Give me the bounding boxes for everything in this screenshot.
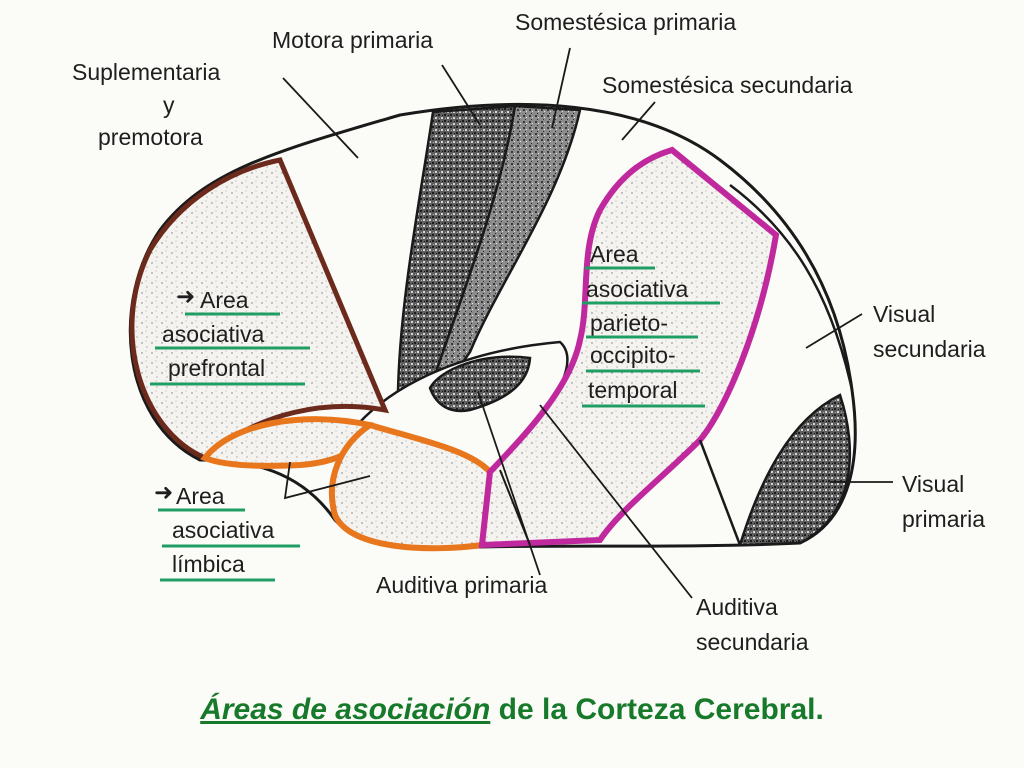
division-line [729,184,854,391]
leader-line [805,313,863,349]
limbica-underlines [158,508,300,582]
label-limbica-3: límbica [172,551,245,577]
visual-primary-area [738,393,852,547]
leader-line [551,47,571,129]
label-suplementaria-y: y [163,92,175,118]
label-parieto-3: parieto- [590,310,668,336]
label-limbica-2: asociativa [172,517,274,543]
figure-caption: Áreas de asociación de la Corteza Cerebr… [0,693,1024,727]
label-premotora: premotora [98,124,203,150]
label-visual-secundaria-1: Visual [873,301,935,327]
label-auditiva-primaria: Auditiva primaria [376,572,547,598]
label-visual-secundaria-2: secundaria [873,336,986,362]
division-line [698,439,742,546]
caption-rest: de la Corteza Cerebral. [490,693,824,726]
label-somestesica-secundaria: Somestésica secundaria [602,72,853,98]
leader-line [283,461,371,500]
label-parieto-5: temporal [588,377,677,403]
label-prefrontal-1: Area [200,287,249,313]
label-auditiva-secundaria-1: Auditiva [696,594,778,620]
caption-emphasis: Áreas de asociación [200,693,491,726]
leader-line [539,404,693,599]
arrow-icon: ➜ [154,479,173,505]
label-motora-primaria: Motora primaria [272,27,433,53]
auditory-primary-region [428,355,532,413]
label-prefrontal-3: prefrontal [168,355,265,381]
prefrontal-underlines [150,312,310,386]
label-parieto-2: asociativa [586,276,688,302]
leader-line [621,101,656,141]
label-parieto-4: occipito- [590,342,676,368]
leader-line [282,77,359,159]
leader-line [477,391,541,576]
arrow-icon: ➜ [176,283,195,309]
label-prefrontal-2: asociativa [162,321,264,347]
label-limbica-1: Area [176,483,225,509]
label-visual-primaria-2: primaria [902,506,985,532]
label-parieto-1: Area [590,241,639,267]
parieto-underlines [582,266,720,408]
label-suplementaria: Suplementaria [72,59,221,85]
label-visual-primaria-1: Visual [902,471,964,497]
leader-line [441,64,481,126]
label-somestesica-primaria: Somestésica primaria [515,9,736,35]
limbic-area-lower [328,421,494,552]
cortex-diagram: Motora primaria Somestésica primaria Som… [72,9,986,655]
label-auditiva-secundaria-2: secundaria [696,629,809,655]
parieto-occipito-temporal-area [478,146,780,549]
